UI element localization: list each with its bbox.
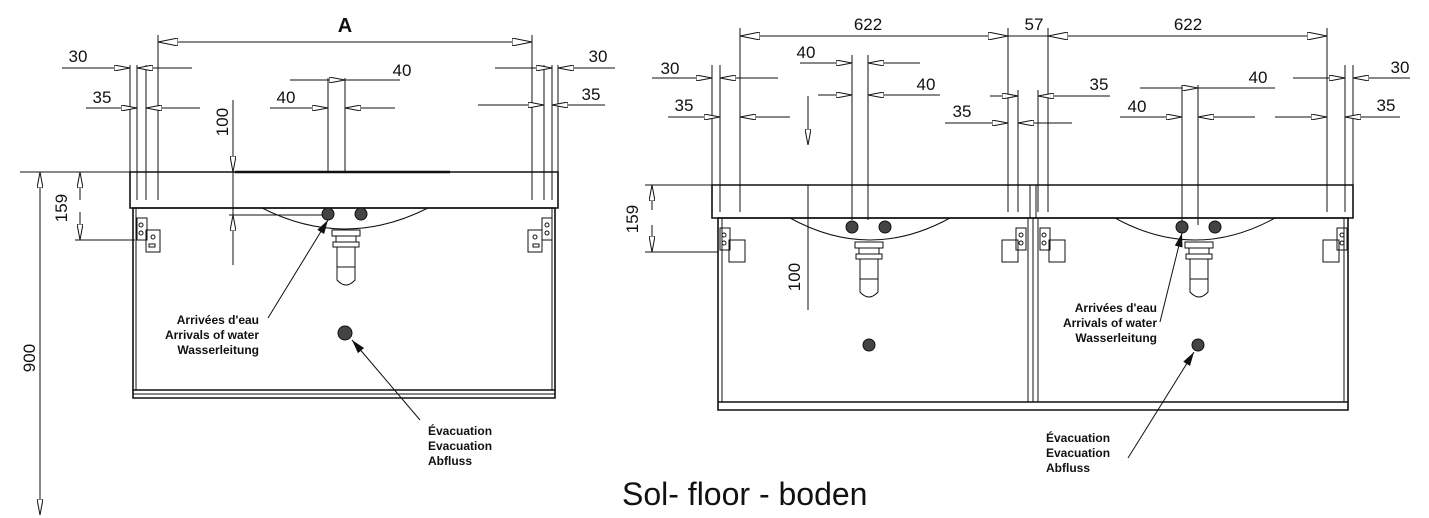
- water-inlet-2: [878, 220, 892, 234]
- hinge-right: [528, 218, 552, 252]
- dim-right-35-double: 35: [1377, 96, 1396, 115]
- water-inlet-right: [354, 207, 368, 221]
- dim-tap-40-top: 40: [797, 43, 816, 62]
- dim-right-30: 30: [589, 47, 608, 66]
- dim-height-159: 159: [52, 194, 71, 222]
- water-inlet-left: [321, 207, 335, 221]
- dim-width-a: A: [338, 15, 352, 37]
- drain-label-fr-double: Évacuation: [1046, 430, 1110, 445]
- water-label-en-double: Arrivals of water: [1063, 316, 1157, 330]
- dim-right-35: 35: [582, 85, 601, 104]
- hinge-double-4: [1323, 228, 1347, 262]
- siphon-1: [855, 242, 883, 297]
- floor-label: Sol- floor - boden: [622, 476, 867, 512]
- water-label-de-double: Wasserleitung: [1075, 331, 1157, 345]
- dim-depth-100-double: 100: [785, 263, 804, 291]
- dim-right-30-double: 30: [1391, 58, 1410, 77]
- dim-mid-35-upper: 35: [1090, 75, 1109, 94]
- dim-tap-40-lower: 40: [277, 88, 296, 107]
- hinge-left: [137, 218, 160, 252]
- single-unit: A 30 35 30 35 40 40 100: [20, 15, 615, 515]
- double-unit: 622 57 622 30 35 40 40 35 35 4: [623, 15, 1410, 475]
- drain-label-de: Abfluss: [428, 454, 472, 468]
- water-inlet-1: [845, 220, 859, 234]
- dim-width-left-622: 622: [854, 15, 882, 34]
- dim-gap-57: 57: [1025, 15, 1044, 34]
- water-label-en: Arrivals of water: [165, 328, 259, 342]
- dim-height-159-double: 159: [623, 205, 642, 233]
- water-label-fr: Arrivées d'eau: [177, 313, 259, 327]
- dim-height-900: 900: [20, 344, 39, 372]
- water-inlet-4: [1208, 220, 1222, 234]
- dim-left-35-double: 35: [675, 96, 694, 115]
- drain-label-fr: Évacuation: [428, 423, 492, 438]
- dim-tap2-40-upper: 40: [1249, 68, 1268, 87]
- hinge-double-1: [720, 228, 745, 262]
- siphon-2: [1185, 242, 1213, 297]
- drain-label-de-double: Abfluss: [1046, 461, 1090, 475]
- dim-tap-40-upper: 40: [393, 61, 412, 80]
- drain-label-en: Evacuation: [428, 439, 492, 453]
- siphon: [332, 230, 360, 285]
- dim-mid-35-lower: 35: [953, 102, 972, 121]
- dim-left-30: 30: [69, 47, 88, 66]
- hinge-double-3: [1040, 228, 1065, 262]
- dim-left-35: 35: [93, 88, 112, 107]
- dim-tap2-40-lower: 40: [1128, 97, 1147, 116]
- drain-pipe: [337, 325, 353, 341]
- drain-pipe-2: [1191, 338, 1205, 352]
- hinge-double-2: [1002, 228, 1026, 262]
- dim-tap-40-mid: 40: [917, 75, 936, 94]
- drain-label-en-double: Evacuation: [1046, 446, 1110, 460]
- dim-depth-100: 100: [213, 108, 232, 136]
- water-inlet-3: [1175, 220, 1189, 234]
- drain-pipe-1: [862, 338, 876, 352]
- dim-width-right-622: 622: [1174, 15, 1202, 34]
- dim-left-30-double: 30: [661, 59, 680, 78]
- water-label-fr-double: Arrivées d'eau: [1075, 301, 1157, 315]
- water-label-de: Wasserleitung: [177, 343, 259, 357]
